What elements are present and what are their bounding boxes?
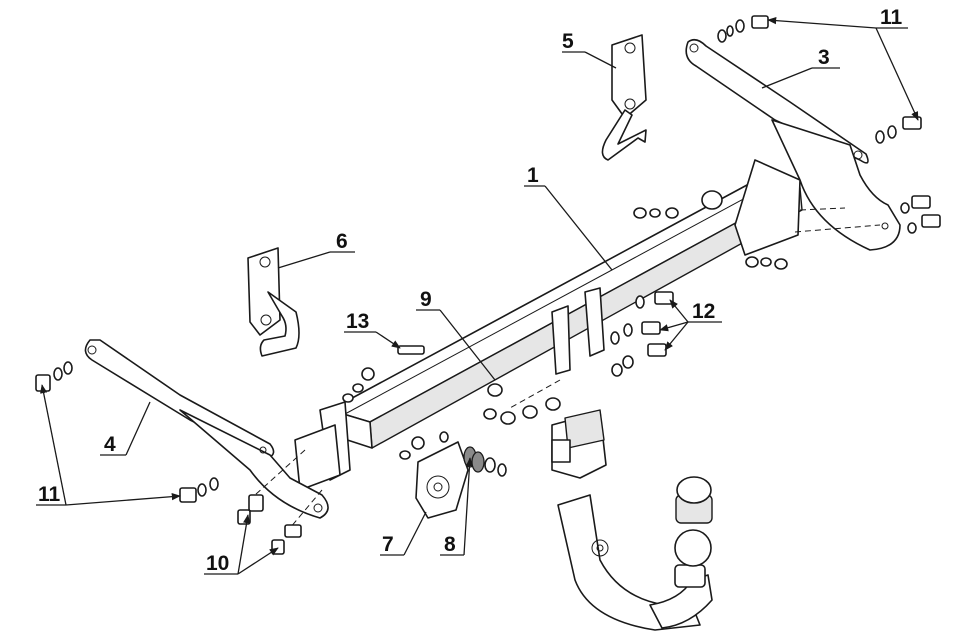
callout-4: 4 bbox=[104, 433, 116, 456]
callout-13: 13 bbox=[346, 310, 369, 333]
assembly-lines bbox=[254, 207, 881, 529]
callout-10: 10 bbox=[206, 552, 229, 575]
callout-11-left: 11 bbox=[38, 483, 61, 506]
callout-6: 6 bbox=[336, 230, 348, 253]
callout-labels: 11 3 5 1 6 12 9 13 4 11 10 7 8 bbox=[38, 6, 903, 575]
tow-ball-assembly bbox=[557, 476, 713, 631]
callout-3: 3 bbox=[818, 46, 830, 69]
side-arm-part-3 bbox=[685, 38, 901, 251]
callout-12: 12 bbox=[692, 300, 715, 323]
side-arm-part-4 bbox=[84, 339, 329, 519]
callout-11-top: 11 bbox=[880, 6, 903, 29]
bracket-part-5 bbox=[601, 34, 647, 161]
cross-beam-part-1 bbox=[294, 159, 803, 491]
callout-7: 7 bbox=[382, 533, 394, 556]
bracket-part-6 bbox=[247, 247, 300, 357]
socket-plate-part-7 bbox=[415, 441, 469, 519]
electric-socket bbox=[551, 409, 607, 479]
fasteners bbox=[35, 15, 941, 555]
callout-8: 8 bbox=[444, 533, 456, 556]
callout-1: 1 bbox=[527, 164, 539, 187]
leaders bbox=[36, 16, 919, 575]
callout-9: 9 bbox=[420, 288, 432, 311]
callout-5: 5 bbox=[562, 30, 574, 53]
